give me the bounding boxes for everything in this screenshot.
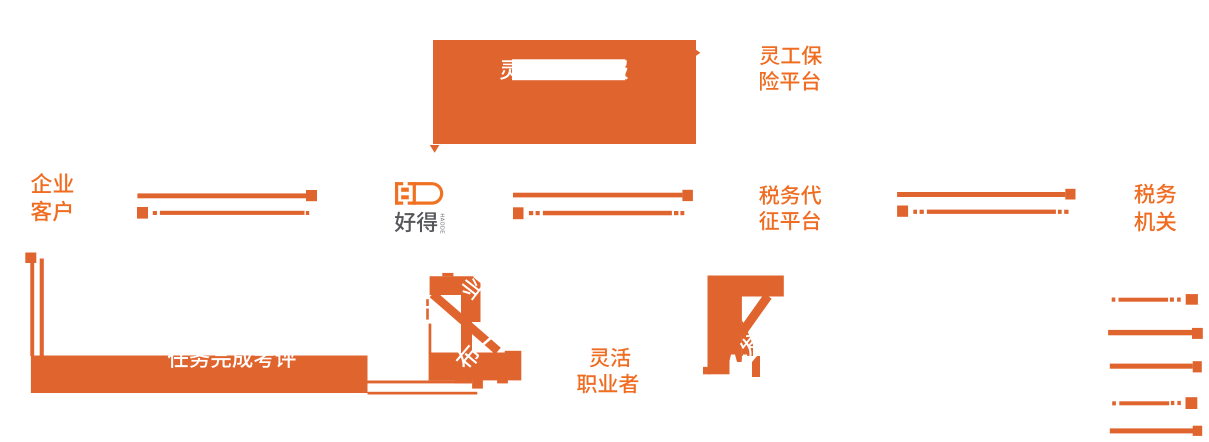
svg-text:HAODE: HAODE bbox=[439, 214, 445, 235]
